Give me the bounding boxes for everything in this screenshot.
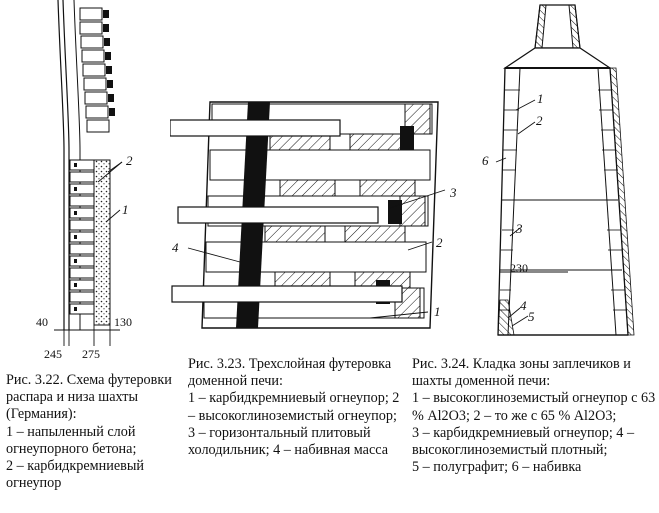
- fig23-caption: Рис. 3.23. Трехслойная футеровка доменно…: [188, 356, 400, 459]
- fig24-label-4: 4: [520, 298, 527, 313]
- fig23-label-2: 2: [436, 235, 443, 250]
- fig24-label-6: 6: [482, 153, 489, 168]
- fig24-label-2: 2: [536, 113, 543, 128]
- fig24-dim-230: 230: [510, 261, 528, 275]
- fig22-dim-40: 40: [36, 315, 48, 329]
- fig22-label-2: 2: [126, 153, 133, 168]
- figure-3-23-drawing: [170, 101, 446, 329]
- fig22-label-1: 1: [122, 202, 129, 217]
- fig24-label-5: 5: [528, 309, 535, 324]
- fig23-label-3: 3: [450, 185, 457, 200]
- fig24-label-3: 3: [516, 221, 523, 236]
- fig22-caption: Рис. 3.22. Схема футеровки распара и низ…: [6, 372, 172, 492]
- fig24-caption: Рис. 3.24. Кладка зоны заплечиков и шахт…: [412, 356, 656, 476]
- figure-3-22-drawing: [54, 0, 123, 346]
- fig22-dim-275: 275: [82, 347, 100, 361]
- fig22-dim-130: 130: [114, 315, 132, 329]
- figure-3-24-drawing: [495, 4, 635, 336]
- fig24-label-1: 1: [537, 91, 544, 106]
- fig23-label-1: 1: [434, 304, 441, 319]
- fig23-label-4: 4: [172, 240, 179, 255]
- fig22-dim-245: 245: [44, 347, 62, 361]
